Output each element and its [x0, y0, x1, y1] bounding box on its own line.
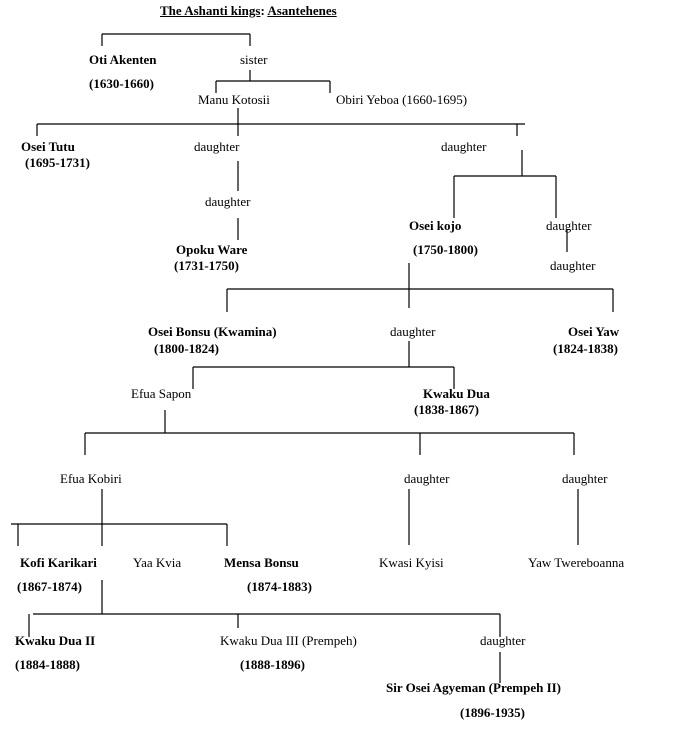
- person-opoku-ware: Opoku Ware: [176, 242, 248, 257]
- person-daughter: daughter: [404, 471, 450, 486]
- person-daughter: daughter: [390, 324, 436, 339]
- person-kwaku-dua-ii: Kwaku Dua II: [15, 633, 96, 648]
- reign-osei-agyeman: (1896-1935): [460, 705, 525, 720]
- person-oti-akenten: Oti Akenten: [89, 52, 157, 67]
- person-daughter: daughter: [480, 633, 526, 648]
- person-kwaku-dua: Kwaku Dua: [423, 386, 490, 401]
- reign-mensa-bonsu: (1874-1883): [247, 579, 312, 594]
- reign-osei-kojo: (1750-1800): [413, 242, 478, 257]
- reign-opoku-ware: (1731-1750): [174, 258, 239, 273]
- person-kofi-karikari: Kofi Karikari: [20, 555, 97, 570]
- person-efua-sapon: Efua Sapon: [131, 386, 192, 401]
- person-efua-kobiri: Efua Kobiri: [60, 471, 122, 486]
- person-daughter: daughter: [546, 218, 592, 233]
- person-kwaku-dua-iii: Kwaku Dua III (Prempeh): [220, 633, 357, 648]
- person-daughter: daughter: [205, 194, 251, 209]
- person-osei-agyeman: Sir Osei Agyeman (Prempeh II): [386, 680, 562, 695]
- person-daughter: daughter: [562, 471, 608, 486]
- person-kwasi-kyisi: Kwasi Kyisi: [379, 555, 444, 570]
- person-yaa-kvia: Yaa Kvia: [133, 555, 182, 570]
- person-osei-bonsu: Osei Bonsu (Kwamina): [148, 324, 277, 339]
- diagram-title: The Ashanti kings: Asantehenes: [160, 3, 337, 19]
- person-osei-yaw: Osei Yaw: [568, 324, 620, 339]
- person-daughter: daughter: [194, 139, 240, 154]
- person-manu-kotosii: Manu Kotosii: [198, 92, 270, 107]
- reign-kwaku-dua-ii: (1884-1888): [15, 657, 80, 672]
- person-obiri-yeboa: Obiri Yeboa (1660-1695): [336, 92, 468, 107]
- reign-kwaku-dua-iii: (1888-1896): [240, 657, 305, 672]
- person-daughter: daughter: [550, 258, 596, 273]
- person-osei-kojo: Osei kojo: [409, 218, 462, 233]
- reign-osei-yaw: (1824-1838): [553, 341, 618, 356]
- reign-kofi-karikari: (1867-1874): [17, 579, 82, 594]
- reign-oti-akenten: (1630-1660): [89, 76, 154, 91]
- title-sep: :: [260, 3, 265, 18]
- person-yaw-twereboanna: Yaw Twereboanna: [528, 555, 625, 570]
- person-osei-tutu: Osei Tutu: [21, 139, 75, 154]
- person-daughter: daughter: [441, 139, 487, 154]
- reign-kwaku-dua: (1838-1867): [414, 402, 479, 417]
- title-sub: Asantehenes: [267, 3, 337, 18]
- person-sister: sister: [240, 52, 268, 67]
- reign-osei-bonsu: (1800-1824): [154, 341, 219, 356]
- person-mensa-bonsu: Mensa Bonsu: [224, 555, 299, 570]
- title-main: The Ashanti kings: [160, 3, 261, 18]
- reign-osei-tutu: (1695-1731): [25, 155, 90, 170]
